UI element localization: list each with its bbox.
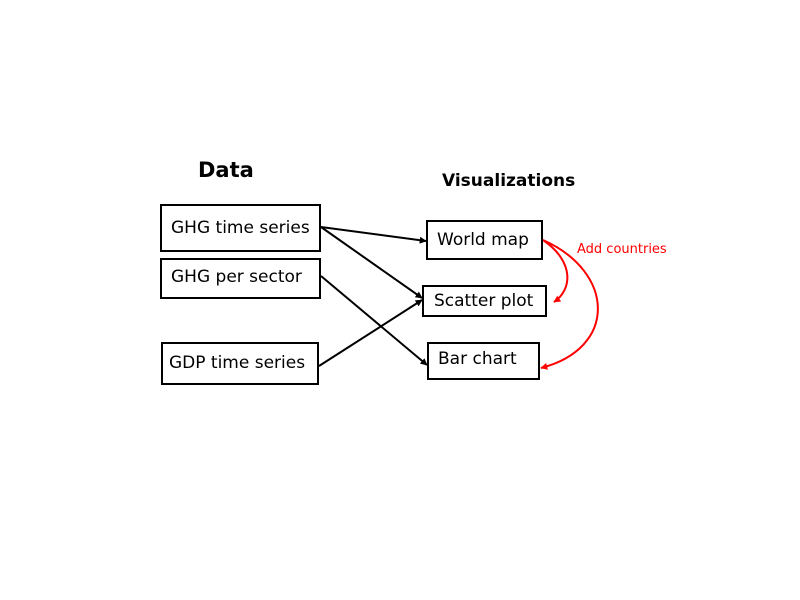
node-label: GHG time series [171,217,310,238]
connector-ghg-sector-to-bar-chart [320,275,428,366]
node-label: World map [437,229,529,250]
connector-gdp-ts-to-scatter-plot [318,299,423,367]
visualizations-heading: Visualizations [442,171,576,191]
node-bar-chart: Bar chart [427,342,540,380]
node-label: GHG per sector [171,267,302,287]
node-ghg-per-sector: GHG per sector [160,258,321,299]
node-label: Scatter plot [434,290,534,311]
interaction-world-map-to-scatter-plot [542,239,569,303]
node-label: Bar chart [438,349,517,369]
node-ghg-time-series: GHG time series [160,204,321,252]
node-gdp-time-series: GDP time series [161,342,319,385]
connector-ghg-ts-to-world-map [320,226,427,244]
node-scatter-plot: Scatter plot [422,285,547,317]
connector-ghg-ts-to-scatter-plot [320,226,423,299]
node-label: GDP time series [169,353,306,373]
add-countries-annotation: Add countries [577,242,667,257]
data-heading: Data [198,158,254,182]
interaction-world-map-to-bar-chart [540,239,599,370]
node-world-map: World map [426,220,543,260]
